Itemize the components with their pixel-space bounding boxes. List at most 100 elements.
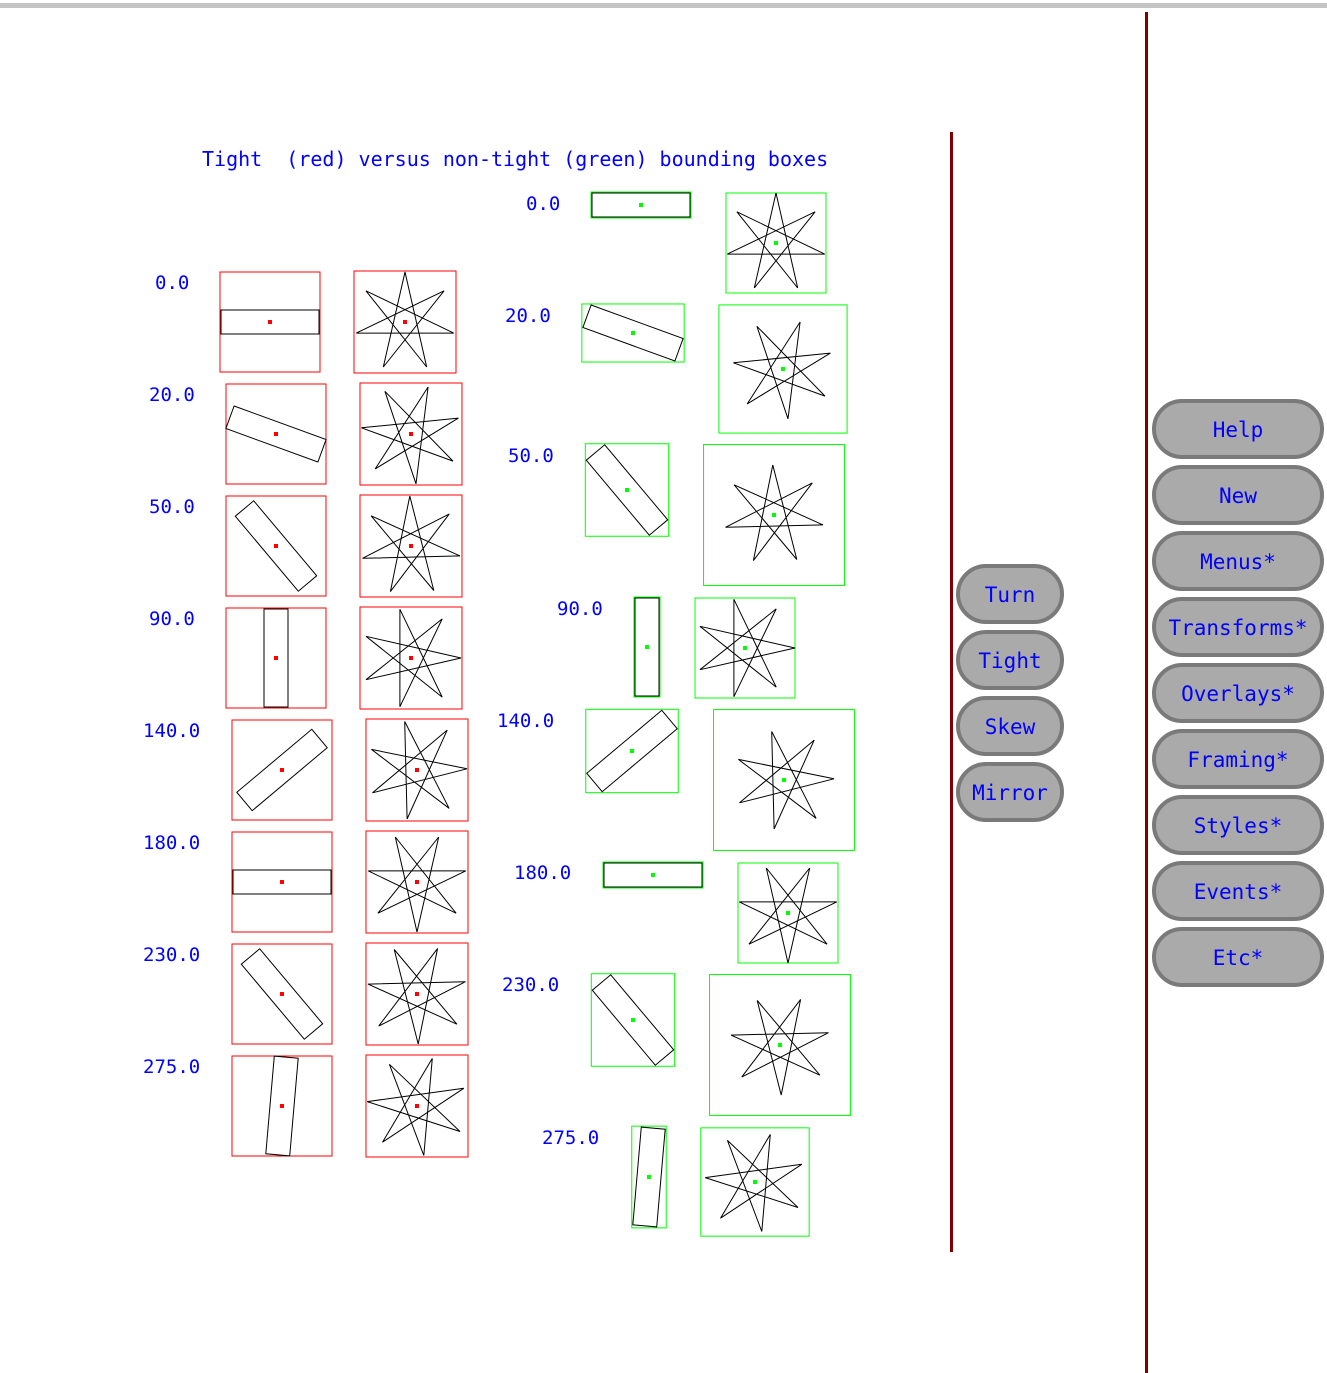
nontight-bbox-rect-20 xyxy=(581,303,685,363)
center-marker-green xyxy=(786,911,790,915)
help-button[interactable]: Help xyxy=(1152,399,1324,459)
rotated-rect-140 xyxy=(236,728,328,812)
tight-bbox-rect-230 xyxy=(231,943,333,1045)
tight-bbox-rect-20 xyxy=(225,383,327,485)
turn-button[interactable]: Turn xyxy=(956,564,1064,624)
etc-button[interactable]: Etc* xyxy=(1152,927,1324,987)
tight-bbox-rect-180 xyxy=(231,831,333,933)
rotated-rect-180 xyxy=(603,862,703,888)
framing-button[interactable]: Framing* xyxy=(1152,729,1324,789)
center-marker-green xyxy=(647,1175,651,1179)
rotated-rect-140 xyxy=(586,709,678,793)
rotated-rect-90 xyxy=(634,597,660,697)
center-marker-green xyxy=(753,1180,757,1184)
center-marker-red xyxy=(268,320,272,324)
rotated-rect-50 xyxy=(585,444,669,536)
angle-label-right-50: 50.0 xyxy=(508,445,554,467)
nontight-bbox-rect-180 xyxy=(602,861,704,889)
nontight-bbox-star-275 xyxy=(700,1127,810,1237)
new-button[interactable]: New xyxy=(1152,465,1324,525)
rotated-star-90 xyxy=(365,609,462,707)
center-marker-green xyxy=(782,778,786,782)
nontight-bbox-rect-275 xyxy=(631,1125,667,1229)
center-marker-green xyxy=(631,1018,635,1022)
center-marker-red xyxy=(415,992,419,996)
angle-label-right-90: 90.0 xyxy=(557,598,603,620)
nontight-bbox-rect-230 xyxy=(590,973,676,1067)
center-marker-green xyxy=(651,873,655,877)
center-marker-green xyxy=(630,749,634,753)
center-marker-red xyxy=(280,880,284,884)
transforms-button[interactable]: Transforms* xyxy=(1152,597,1324,657)
center-marker-green xyxy=(639,203,643,207)
tight-bbox-star-180 xyxy=(365,830,469,934)
tight-bbox-star-0 xyxy=(353,270,457,374)
rotated-rect-275 xyxy=(632,1126,666,1228)
center-marker-red xyxy=(415,1104,419,1108)
overlays-button[interactable]: Overlays* xyxy=(1152,663,1324,723)
rotated-star-0 xyxy=(727,192,825,289)
angle-label-left-20: 20.0 xyxy=(149,384,195,406)
tight-bbox-rect-0 xyxy=(219,271,321,373)
nontight-bbox-star-140 xyxy=(713,709,855,851)
center-marker-red xyxy=(280,768,284,772)
rotated-rect-50 xyxy=(234,500,318,592)
tight-bbox-star-90 xyxy=(359,606,463,710)
mirror-button[interactable]: Mirror xyxy=(956,762,1064,822)
rotated-rect-20 xyxy=(225,405,327,463)
menus-button[interactable]: Menus* xyxy=(1152,531,1324,591)
nontight-bbox-star-50 xyxy=(703,444,845,586)
rotated-star-140 xyxy=(371,721,468,820)
tight-bbox-rect-140 xyxy=(231,719,333,821)
rotated-star-50 xyxy=(725,464,824,561)
center-marker-green xyxy=(625,488,629,492)
rotated-star-180 xyxy=(368,836,466,933)
rotated-rect-275 xyxy=(265,1055,299,1157)
center-marker-green xyxy=(781,367,785,371)
rotated-rect-230 xyxy=(591,974,675,1066)
center-marker-red xyxy=(409,656,413,660)
center-marker-green xyxy=(631,331,635,335)
angle-label-left-140: 140.0 xyxy=(143,720,201,742)
center-marker-green xyxy=(645,645,649,649)
center-marker-green xyxy=(743,646,747,650)
nontight-bbox-rect-140 xyxy=(585,708,679,794)
styles-button[interactable]: Styles* xyxy=(1152,795,1324,855)
angle-label-left-180: 180.0 xyxy=(143,832,201,854)
rotated-star-140 xyxy=(738,731,835,830)
skew-button[interactable]: Skew xyxy=(956,696,1064,756)
tight-bbox-star-275 xyxy=(365,1054,469,1158)
rotated-star-20 xyxy=(733,321,831,419)
rotated-rect-90 xyxy=(263,608,289,708)
nontight-bbox-star-20 xyxy=(718,304,848,434)
angle-label-right-0: 0.0 xyxy=(526,193,561,215)
rotated-star-230 xyxy=(730,999,829,1096)
rotated-rect-0 xyxy=(220,309,320,335)
rotated-star-230 xyxy=(367,948,466,1045)
tight-bbox-star-140 xyxy=(365,718,469,822)
center-marker-green xyxy=(778,1043,782,1047)
rotated-rect-0 xyxy=(591,192,691,218)
nontight-bbox-rect-50 xyxy=(584,443,670,537)
tight-bbox-star-20 xyxy=(359,382,463,486)
center-marker-red xyxy=(415,768,419,772)
rotated-star-90 xyxy=(699,599,796,697)
center-marker-red xyxy=(415,880,419,884)
nontight-bbox-rect-0 xyxy=(590,191,692,219)
tight-bbox-star-230 xyxy=(365,942,469,1046)
center-marker-green xyxy=(774,241,778,245)
canvas-divider xyxy=(950,132,953,1252)
angle-label-left-0: 0.0 xyxy=(155,272,190,294)
rotated-rect-20 xyxy=(582,304,684,362)
events-button[interactable]: Events* xyxy=(1152,861,1324,921)
top-border xyxy=(0,3,1327,8)
panel-divider xyxy=(1145,12,1148,1373)
center-marker-red xyxy=(274,432,278,436)
center-marker-green xyxy=(772,513,776,517)
rotated-star-0 xyxy=(356,271,454,368)
angle-label-left-90: 90.0 xyxy=(149,608,195,630)
center-marker-red xyxy=(409,544,413,548)
rotated-star-180 xyxy=(739,867,837,964)
tight-button[interactable]: Tight xyxy=(956,630,1064,690)
